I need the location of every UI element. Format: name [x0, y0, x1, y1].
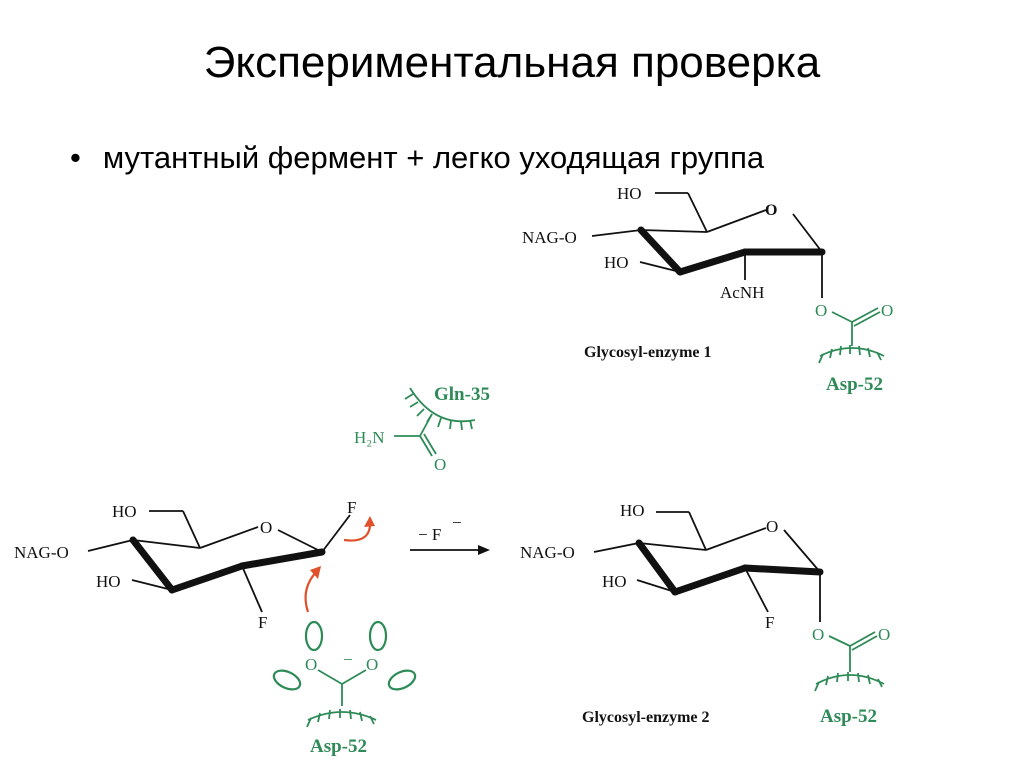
ring-oxygen-label: O: [765, 202, 777, 219]
ring-oxygen-label: O: [260, 518, 272, 537]
asp52-carboxylate: O O − Asp-52: [272, 620, 417, 757]
ring-oxygen-label: O: [766, 517, 778, 536]
substrate-structure: HO O NAG-O HO F F: [14, 498, 375, 632]
nag-o-label: NAG-O: [522, 228, 577, 247]
bullet-item: • мутантный фермент + легко уходящая гру…: [70, 140, 764, 176]
reaction-arrow: − F −: [410, 513, 490, 555]
ho-label: HO: [602, 572, 627, 591]
ho-label: HO: [112, 502, 137, 521]
ester-oxygen-label: O: [815, 301, 827, 320]
negative-charge: −: [343, 650, 353, 669]
acnh-label: AcNH: [720, 283, 764, 302]
amide-oxygen-label: O: [434, 455, 446, 474]
fluoride-charge: −: [452, 513, 462, 532]
carbonyl-oxygen-label: O: [881, 301, 893, 320]
carboxylate-oxygen-left: O: [305, 655, 317, 674]
h2n-label: H₂N: [354, 428, 384, 447]
asp52-label: Asp-52: [820, 706, 877, 727]
ho-label: HO: [617, 184, 642, 203]
asp52-label: Asp-52: [826, 374, 883, 395]
carboxylate-oxygen-right: O: [366, 655, 378, 674]
glycosyl-enzyme-1-caption: Glycosyl-enzyme 1: [584, 344, 712, 361]
ho-label: HO: [96, 572, 121, 591]
gln35-label: Gln-35: [434, 384, 490, 405]
ho-label: HO: [604, 253, 629, 272]
nag-o-label: NAG-O: [520, 543, 575, 562]
glycosyl-enzyme-2-structure: HO O NAG-O HO F O O Asp-52 Glycosyl-enzy…: [520, 501, 890, 727]
glycosyl-enzyme-2-caption: Glycosyl-enzyme 2: [582, 709, 710, 726]
fluoro-label: F: [765, 613, 774, 632]
slide-title: Экспериментальная проверка: [203, 38, 821, 87]
bullet-text: мутантный фермент + легко уходящая групп…: [102, 140, 765, 175]
anomeric-fluoro-label: F: [347, 498, 356, 517]
glycosyl-enzyme-1-structure: HO O NAG-O HO AcNH O O Asp-52 Glycosyl-e…: [522, 184, 893, 395]
asp52-label: Asp-52: [310, 736, 367, 757]
gln35-residue: Gln-35 H₂N O: [354, 384, 490, 474]
nag-o-label: NAG-O: [14, 543, 69, 562]
ho-label: HO: [620, 501, 645, 520]
ester-oxygen-label: O: [812, 625, 824, 644]
carbonyl-oxygen-label: O: [878, 625, 890, 644]
reaction-arrow-label: − F: [418, 525, 441, 544]
fluoro-label: F: [258, 613, 267, 632]
bullet-dot: •: [70, 140, 81, 175]
